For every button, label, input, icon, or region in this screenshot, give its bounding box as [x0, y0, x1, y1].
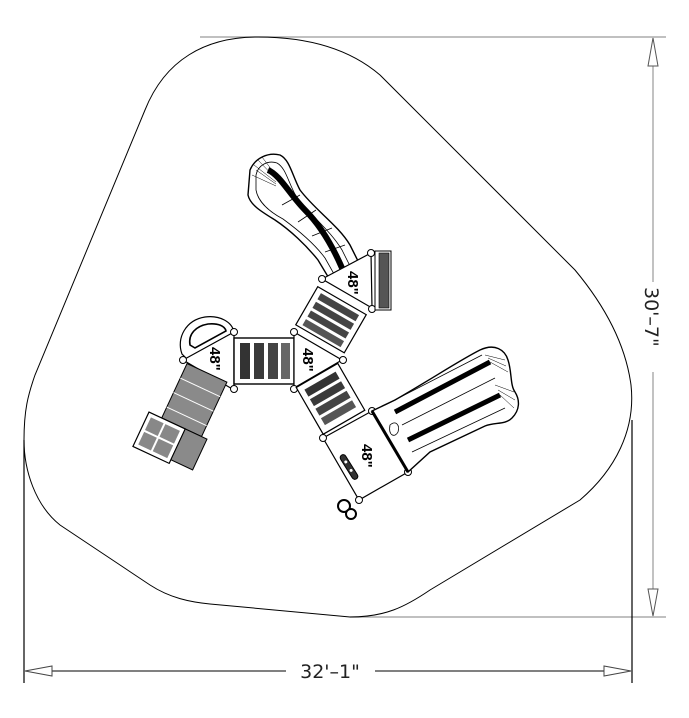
- arrow-left-icon: [24, 665, 53, 677]
- deck-height-label: 48": [358, 444, 375, 468]
- curved-slide: [247, 153, 361, 281]
- stairs-entry: [132, 362, 228, 471]
- deck-top: 48": [318, 249, 376, 313]
- double-wave-slide: [370, 346, 520, 474]
- deck-height-label: 48": [344, 271, 361, 295]
- bridge-upper: [294, 285, 368, 354]
- deck-height-label: 48": [299, 348, 316, 372]
- bridge-lower: [295, 362, 366, 436]
- dimension-horizontal: 32'–1": [23, 420, 633, 683]
- height-dimension-label: 30'–7": [640, 287, 662, 347]
- ring-climber: [337, 499, 357, 520]
- arrow-right-icon: [603, 665, 632, 677]
- bridge-center: [233, 337, 295, 385]
- width-dimension-label: 32'–1": [300, 661, 360, 683]
- use-zone-boundary: [23, 36, 633, 618]
- deck-height-label: 48": [206, 347, 223, 371]
- deck-center: 48": [290, 328, 347, 393]
- arrow-up-icon: [647, 37, 659, 67]
- steering-panel: [339, 454, 359, 480]
- arrow-down-icon: [647, 588, 659, 617]
- dimension-vertical: 30'–7": [200, 36, 666, 618]
- climber-panel: [374, 250, 392, 311]
- deck-left: 48": [179, 316, 238, 393]
